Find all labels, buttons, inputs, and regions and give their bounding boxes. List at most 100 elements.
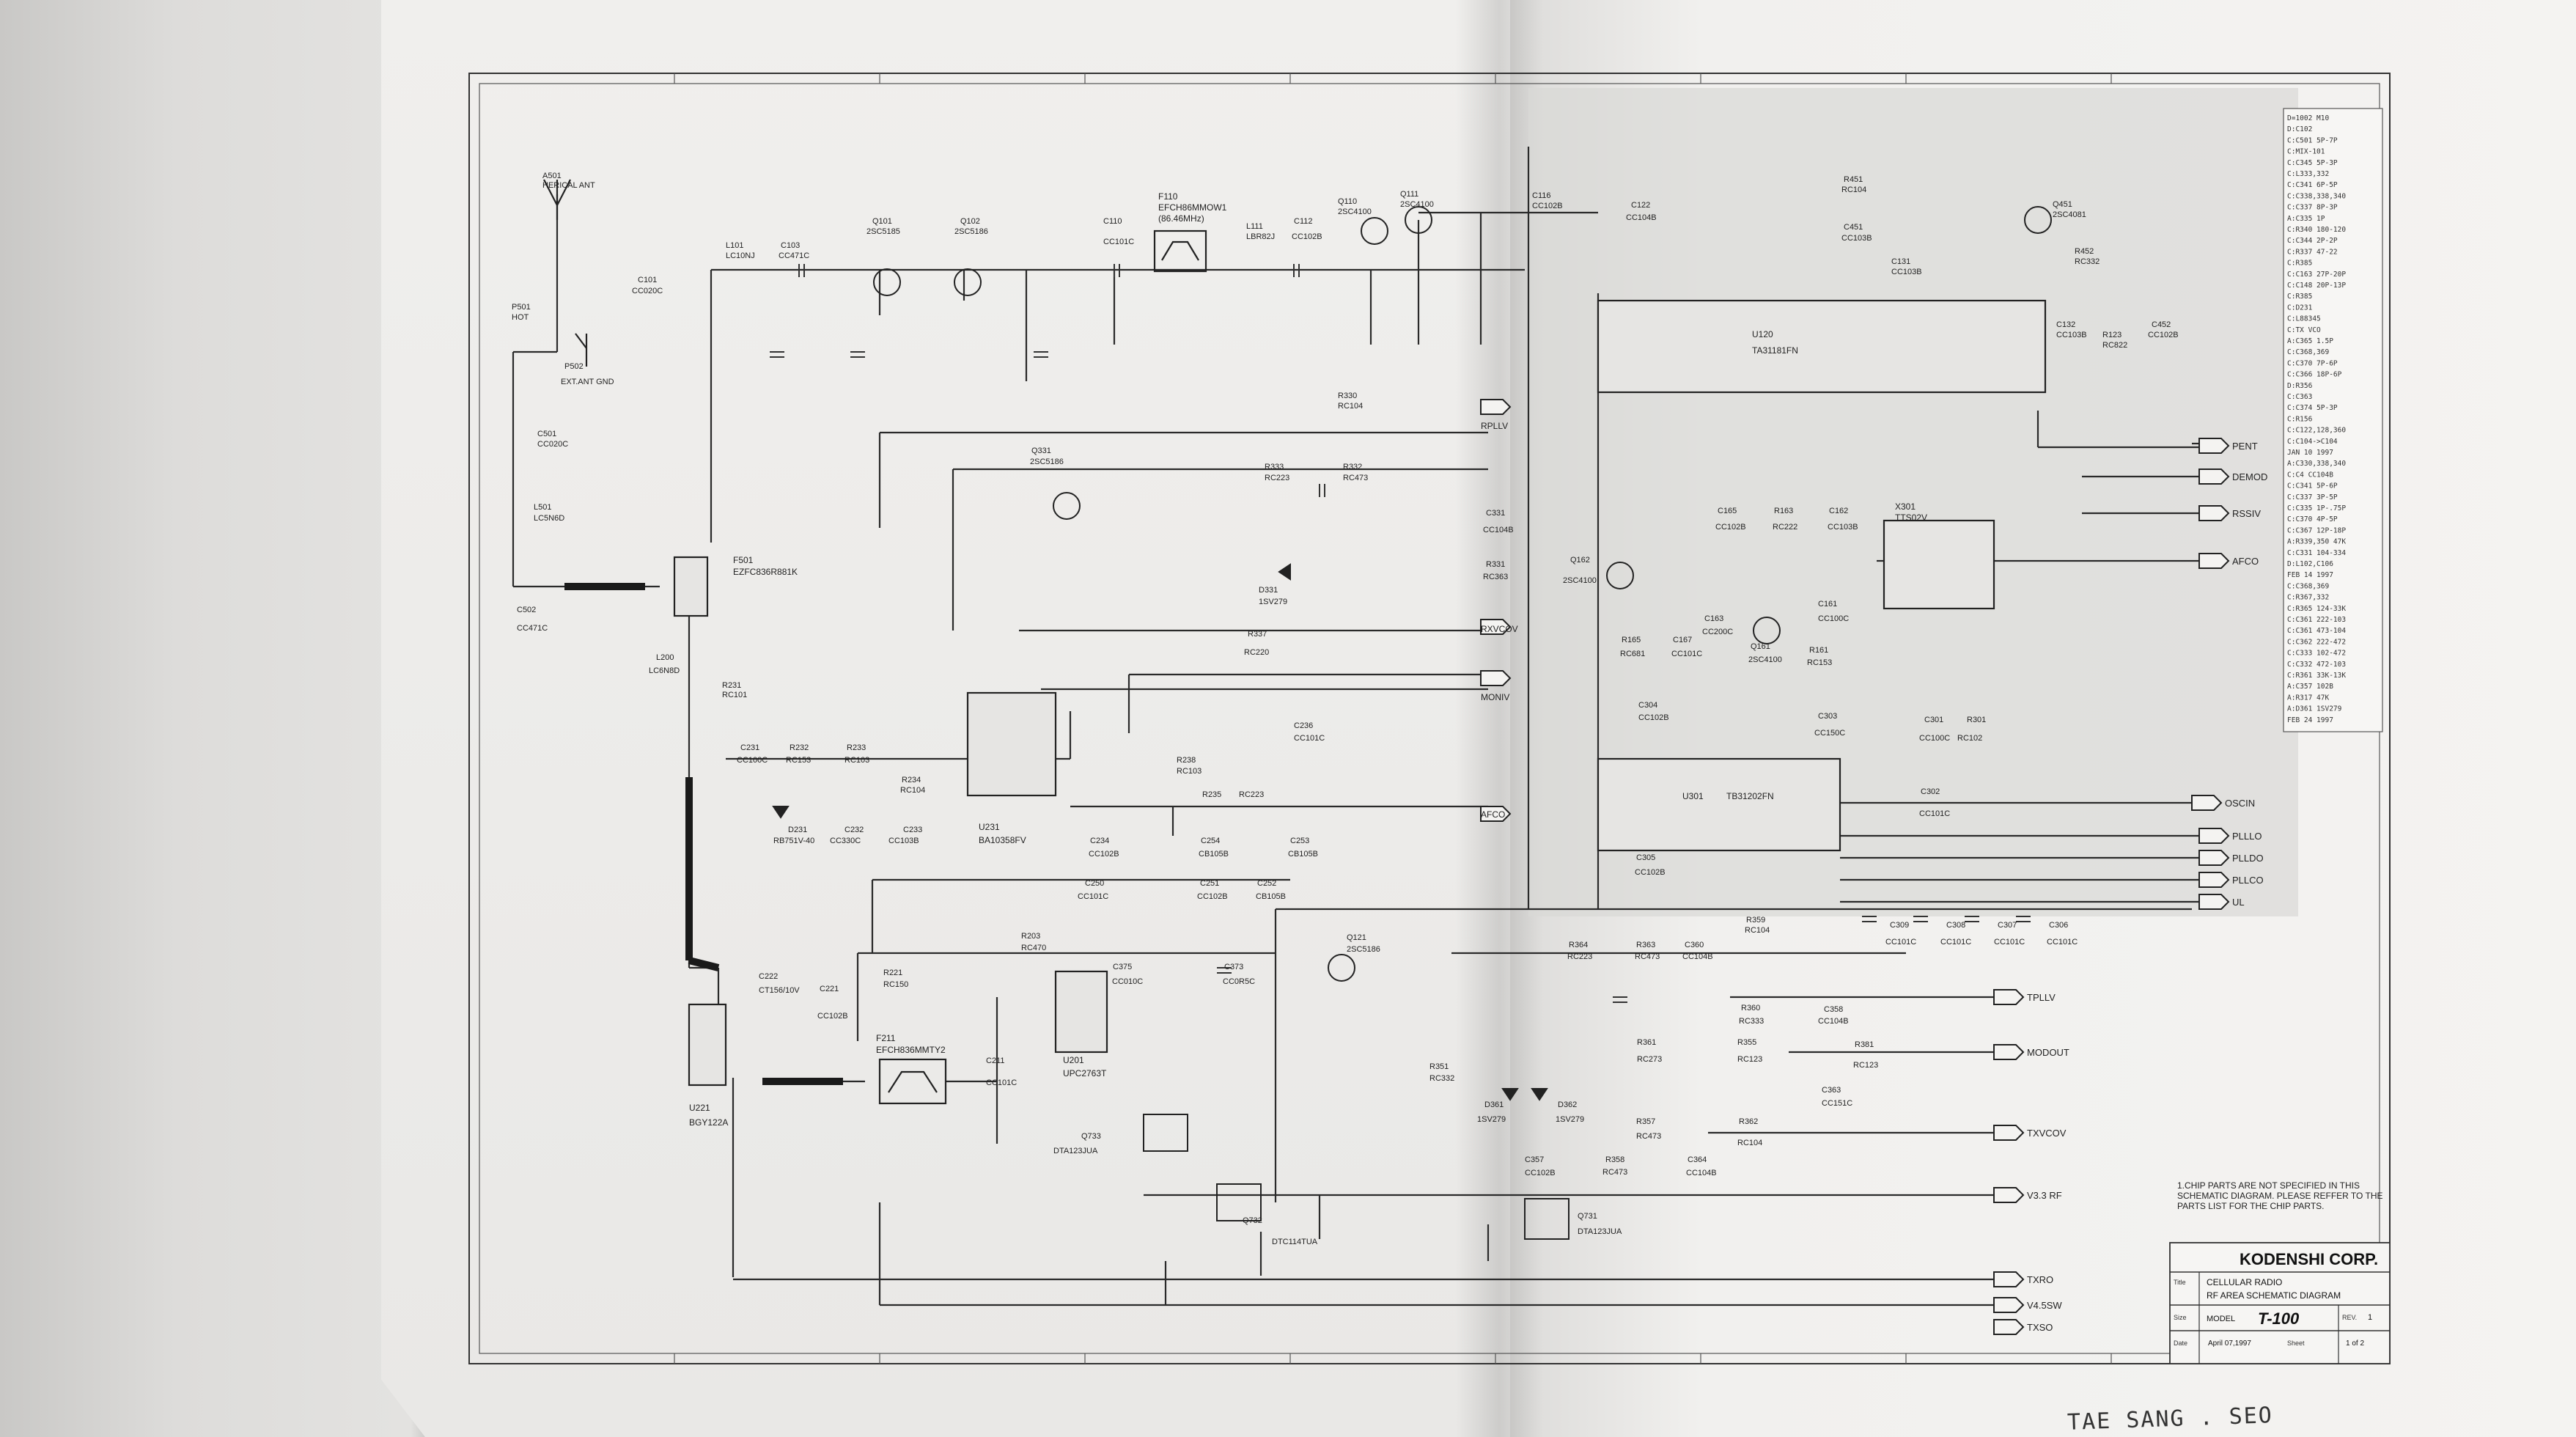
revision-note: C:C366 18P-6P (2287, 371, 2342, 379)
component-ref: C360 (1685, 941, 1704, 949)
component-ref: R233 (847, 743, 866, 752)
component-ref: C331 (1486, 509, 1505, 518)
revision-note: FEB 14 1997 (2287, 571, 2333, 579)
wires (512, 147, 2199, 1306)
port-label-tpllv: TPLLV (2027, 992, 2056, 1003)
ic-label-u231-ref: U231 (979, 822, 1000, 832)
port-labels-mid: RPLLV RXVCOV MONIV AFCO (1481, 421, 1518, 820)
component-ref: C502 (517, 606, 536, 614)
component-ref: Q110 (1338, 197, 1357, 206)
component-ref: Q733 (1081, 1132, 1101, 1141)
component-part: 2SC5186 (1347, 945, 1380, 954)
revision-note: C:C338,338,340 (2287, 192, 2346, 200)
revision-note: D=1002 M10 (2287, 114, 2329, 122)
component-part: CC471C (779, 251, 809, 260)
component-ref: R363 (1636, 941, 1655, 949)
component-ref: P502 (564, 362, 584, 371)
revision-note: A:R339,350 47K (2287, 538, 2346, 546)
component-part: RC104 (1338, 402, 1363, 411)
component-ref: Q111 (1400, 190, 1418, 199)
model-label: MODEL (2207, 1315, 2235, 1323)
port-label-modout: MODOUT (2027, 1047, 2069, 1058)
revision-note: A:C330,338,340 (2287, 460, 2346, 468)
component-part: RC332 (1429, 1074, 1454, 1083)
revision-note: C:C374 5P-3P (2287, 404, 2338, 412)
ic-label-u231-part: BA10358FV (979, 835, 1026, 845)
date-value: April 07,1997 (2208, 1339, 2251, 1348)
component-part: HERICAL ANT (542, 181, 595, 190)
component-part: RC103 (1177, 767, 1201, 776)
component-ref: Q121 (1347, 933, 1366, 942)
filter-label-f110-part: EFCH86MMOW1 (1158, 202, 1227, 213)
antenna-icon (543, 179, 571, 220)
component-ref: R358 (1605, 1155, 1624, 1164)
component-ref: C131 (1891, 257, 1910, 266)
component-part: RC333 (1739, 1017, 1764, 1026)
component-part: CC102B (1532, 202, 1563, 210)
title-line2: RF AREA SCHEMATIC DIAGRAM (2207, 1290, 2341, 1301)
component-ref: R232 (790, 743, 809, 752)
ic-label-u201-part: UPC2763T (1063, 1068, 1107, 1078)
component-part: 2SC5186 (1030, 457, 1064, 466)
revision-note: C:C335 1P-.75P (2287, 504, 2346, 512)
revision-note: D:L102,C106 (2287, 560, 2333, 568)
component-part: RC223 (1567, 952, 1592, 961)
component-ref: C364 (1688, 1155, 1707, 1164)
border-ticks (674, 73, 2112, 1364)
revision-note: C:C104->C104 (2287, 438, 2338, 446)
component-ref: Q162 (1570, 556, 1590, 565)
component-ref: C103 (781, 241, 800, 250)
diode-icon (772, 563, 1548, 1101)
component-ref: R331 (1486, 560, 1505, 569)
component-part: CC103B (1841, 234, 1872, 243)
port-label-rssiv: RSSIV (2232, 508, 2261, 519)
component-part: CC103B (1828, 523, 1858, 532)
component-ref: C307 (1998, 921, 2017, 930)
component-ref: C363 (1822, 1086, 1841, 1095)
filter-label-f110-ref: F110 (1158, 191, 1178, 202)
port-label-txro: TXRO (2027, 1274, 2053, 1285)
component-part: CC100C (1919, 734, 1950, 743)
component-ref: C451 (1844, 223, 1863, 232)
component-ref: R381 (1855, 1040, 1874, 1049)
component-ref: C252 (1257, 879, 1276, 888)
component-part: CT156/10V (759, 986, 800, 995)
revision-note: A:C335 1P (2287, 215, 2325, 223)
component-ref: C251 (1200, 879, 1219, 888)
revision-note: C:C337 3P-5P (2287, 493, 2338, 501)
component-ref: R203 (1021, 932, 1040, 941)
component-ref: R362 (1739, 1117, 1758, 1126)
component-ref: Q161 (1751, 642, 1770, 651)
component-part: DTA123JUA (1578, 1227, 1622, 1236)
component-ref: C167 (1673, 636, 1692, 644)
title-line1: CELLULAR RADIO (2207, 1277, 2282, 1287)
component-part: CC150C (1814, 729, 1845, 738)
component-part: CC101C (1078, 892, 1108, 901)
component-part: CC101C (1671, 650, 1702, 658)
component-ref: C303 (1818, 712, 1837, 721)
ic-label-u120-ref: U120 (1752, 329, 1773, 339)
ic-icon (673, 299, 2047, 1087)
ground-icon (575, 333, 588, 367)
component-part: 1SV279 (1556, 1115, 1584, 1124)
revision-note: C:C361 222-103 (2287, 616, 2346, 624)
filter-label-f501-part: EZFC836R881K (733, 567, 798, 577)
revision-note: C:C501 5P-7P (2287, 136, 2338, 144)
port-label-pllo: PLLLO (2232, 831, 2262, 842)
revision-note: C:C363 (2287, 393, 2312, 401)
revision-note: C:MIX-101 (2287, 148, 2325, 156)
component-part: RC123 (1853, 1061, 1878, 1070)
component-part: LC5N6D (534, 514, 564, 523)
component-part: CC103B (2056, 331, 2087, 339)
revision-note: C:R385 (2287, 293, 2312, 301)
component-ref: C301 (1924, 716, 1943, 724)
revision-box (2283, 108, 2383, 732)
component-part: CC103B (888, 837, 919, 845)
component-part: 2SC4081 (2053, 210, 2086, 219)
component-ref: C236 (1294, 721, 1313, 730)
title-block-frame (2169, 1242, 2391, 1364)
component-ref: C358 (1824, 1005, 1843, 1014)
component-part: RC220 (1244, 648, 1269, 657)
revision-note: C:C368,369 (2287, 348, 2329, 356)
